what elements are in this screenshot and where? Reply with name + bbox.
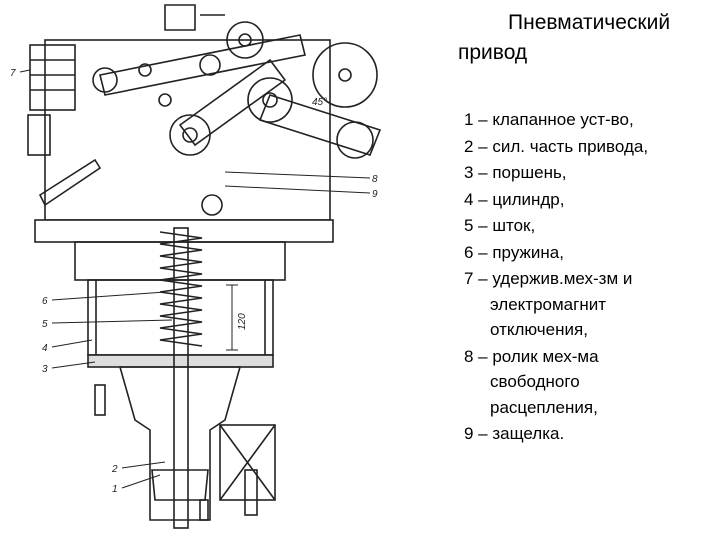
left-arm xyxy=(38,158,102,207)
legend-item-5: 5 – шток, xyxy=(464,213,714,239)
upper-lever xyxy=(99,34,306,96)
legend-line: 2 – сил. часть привода, xyxy=(464,136,649,156)
angle-mark: 45° xyxy=(312,97,327,108)
callout-5: 5 xyxy=(42,319,48,330)
roller-left xyxy=(92,67,118,93)
legend-line: 3 – поршень, xyxy=(464,163,567,182)
parts-legend: 1 – клапанное уст-во, 2 – сил. часть при… xyxy=(464,107,714,448)
spring xyxy=(159,231,203,347)
housing-base-plate xyxy=(34,219,334,243)
callout-3: 3 xyxy=(42,364,48,375)
callout-4: 4 xyxy=(42,343,48,354)
legend-item-3: 3 – поршень, xyxy=(464,160,714,186)
dimension-label: 120 xyxy=(237,313,248,330)
page-title: Пневматический привод xyxy=(458,8,708,68)
legend-line: 4 – цилиндр, xyxy=(464,189,565,209)
piston-rod xyxy=(173,227,189,529)
legend-item-6: 6 – пружина, xyxy=(464,240,714,266)
legend-line: 5 – шток, xyxy=(464,216,536,235)
valve-body xyxy=(118,366,242,521)
legend-line-cont: электромагнит xyxy=(490,294,607,314)
legend-item-1: 1 – клапанное уст-во, xyxy=(464,107,714,133)
right-link xyxy=(258,94,382,156)
roller-upper xyxy=(226,21,264,59)
legend-item-8: 8 – ролик мех-ма свободного расцепления, xyxy=(464,344,714,421)
roller-large xyxy=(247,77,293,123)
callout-1: 1 xyxy=(112,484,118,495)
legend-line: 9 – защелка. xyxy=(464,424,565,443)
upper-housing xyxy=(44,39,331,221)
roller-small xyxy=(199,54,221,76)
callout-7: 7 xyxy=(10,68,16,79)
legend-line: 1 – клапанное уст-во, xyxy=(464,110,634,129)
callout-8: 8 xyxy=(372,174,378,185)
legend-item-9: 9 – защелка. xyxy=(464,421,714,447)
right-wheel xyxy=(312,42,378,108)
electromagnet xyxy=(29,44,76,111)
title-line-1: Пневматический xyxy=(508,11,671,34)
pneumatic-drive-drawing: 1 2 3 4 5 6 7 8 9 120 45° xyxy=(10,4,382,529)
title-line-2: привод xyxy=(458,41,528,64)
legend-line: 6 – пружина, xyxy=(464,242,564,262)
main-lever xyxy=(178,58,287,147)
callout-6: 6 xyxy=(42,296,48,307)
legend-item-2: 2 – сил. часть привода, xyxy=(464,134,714,160)
callout-2: 2 xyxy=(111,464,118,475)
callout-9: 9 xyxy=(372,189,378,200)
technical-drawing-svg: 1 2 3 4 5 6 7 8 9 120 45° xyxy=(10,4,382,529)
latch-roller xyxy=(201,194,223,216)
legend-line: 8 – ролик мех-ма xyxy=(464,346,599,366)
legend-line-cont: свободного xyxy=(490,372,580,391)
roller-mid xyxy=(169,114,211,156)
legend-item-7: 7 – удержив.мех-зм и электромагнит отклю… xyxy=(464,266,714,343)
lower-flange xyxy=(74,241,286,281)
legend-line-cont: расцепления, xyxy=(490,397,598,417)
piston xyxy=(87,354,274,368)
valve-cap xyxy=(151,469,209,501)
legend-line-cont: отключения, xyxy=(490,320,588,339)
legend-item-4: 4 – цилиндр, xyxy=(464,187,714,213)
side-valve xyxy=(219,424,276,501)
legend-line: 7 – удержив.мех-зм и xyxy=(464,269,633,288)
